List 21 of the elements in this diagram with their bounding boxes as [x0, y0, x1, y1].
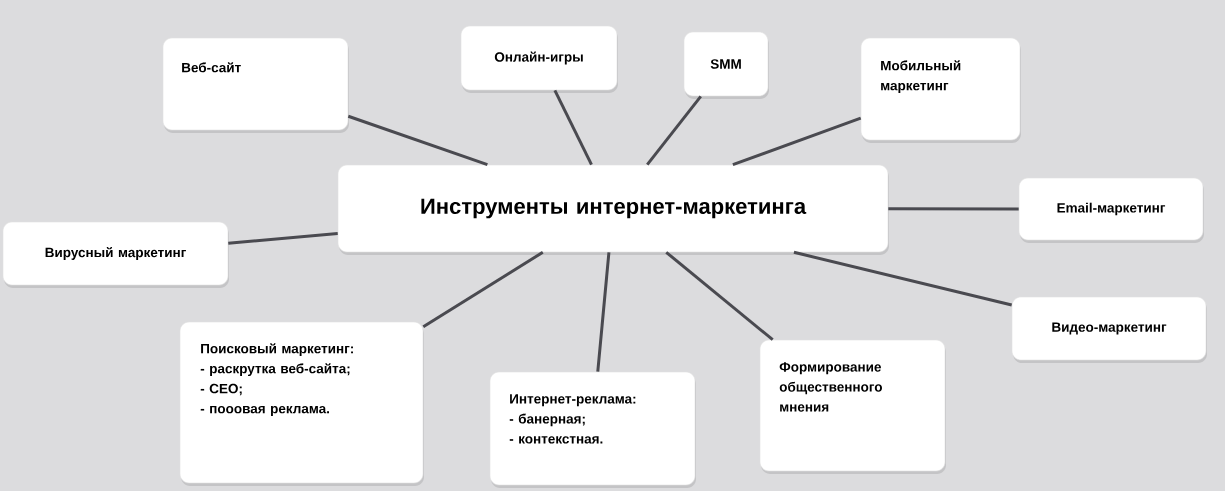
- tool-box: Поисковый маркетинг: - раскрутка веб-сайта; - СЕО; - пооовая реклама.: [179, 321, 424, 486]
- connector-line: [646, 95, 702, 166]
- tool-box: Email-маркетинг: [1018, 177, 1204, 243]
- connector-line: [347, 114, 488, 167]
- topic-box: Инструменты интернет-маркетинга: [337, 164, 889, 255]
- tool-box: SMM: [683, 31, 769, 99]
- tool-box: Видео-маркетинг: [1011, 296, 1207, 363]
- tool-box: Онлайн-игры: [460, 25, 618, 93]
- connector-line: [793, 250, 1013, 307]
- connector-line: [596, 252, 611, 372]
- tool-box: Формирование общественного мнения: [759, 339, 946, 474]
- tool-box: Интернет-реклама: - банерная; - контекстная.: [489, 371, 696, 488]
- connector-line: [228, 231, 338, 245]
- connector-line: [888, 207, 1019, 211]
- connector-line: [553, 89, 593, 166]
- tool-box: Веб-сайт: [162, 37, 349, 133]
- tool-box: Мобильный маркетинг: [860, 37, 1021, 143]
- connector-line: [665, 251, 774, 341]
- tool-box: Вирусный маркетинг: [2, 221, 229, 288]
- connector-line: [422, 251, 544, 329]
- connector-line: [732, 116, 862, 167]
